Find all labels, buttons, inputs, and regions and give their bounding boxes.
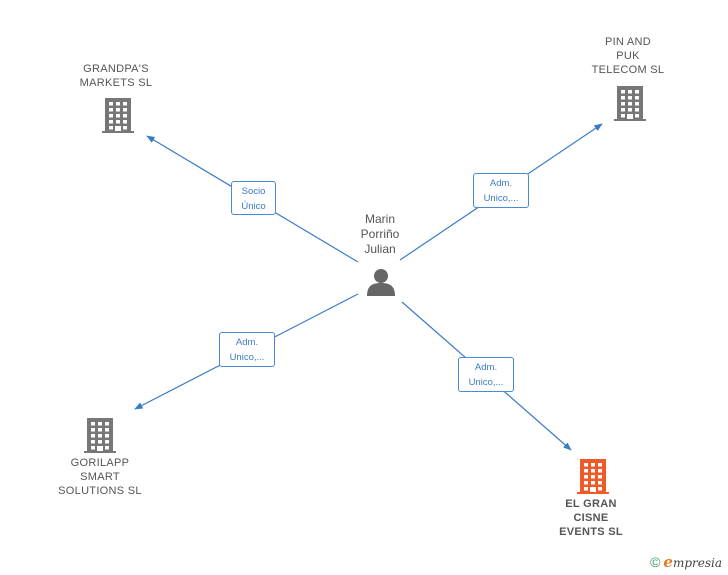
building-icon[interactable]: [84, 418, 116, 453]
company-label-elgran[interactable]: EL GRAN CISNE EVENTS SL: [559, 498, 623, 538]
relation-box-gorilapp[interactable]: Adm. Unico,...: [219, 332, 275, 367]
relation-box-grandpas[interactable]: Socio Único: [231, 181, 276, 215]
footer-brand: ©empresia: [650, 553, 722, 571]
relation-box-pinpuk[interactable]: Adm. Unico,...: [473, 173, 529, 208]
company-label-grandpas[interactable]: GRANDPA'S MARKETS SL: [79, 63, 153, 89]
relation-box-elgran[interactable]: Adm. Unico,...: [458, 357, 514, 392]
company-label-pinpuk[interactable]: PIN AND PUK TELECOM SL: [591, 36, 665, 76]
person-label[interactable]: Marin Porriño Julian: [360, 212, 400, 256]
building-icon[interactable]: [577, 459, 609, 494]
building-icon[interactable]: [102, 98, 134, 133]
person-icon[interactable]: [367, 269, 395, 296]
copyright-icon: ©: [650, 554, 661, 570]
company-label-gorilapp[interactable]: GORILAPP SMART SOLUTIONS SL: [58, 457, 142, 497]
building-icon[interactable]: [614, 86, 646, 121]
brand-logo[interactable]: empresia: [663, 553, 722, 571]
